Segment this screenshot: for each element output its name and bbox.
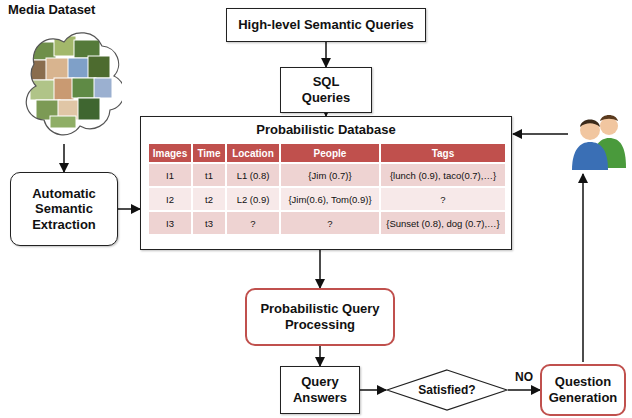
- photo-thumbnail: [50, 116, 76, 128]
- photo-thumbnail: [78, 98, 100, 120]
- decision-label: Satisfied?: [418, 383, 475, 397]
- flow-arrow: [508, 389, 540, 391]
- flow-arrow: [319, 250, 321, 288]
- photo-thumbnail: [26, 60, 48, 80]
- photo-cloud: [10, 20, 122, 138]
- process-box: High-level Semantic Queries: [226, 8, 426, 42]
- user-body: [572, 142, 608, 170]
- photo-thumbnail: [88, 56, 110, 78]
- photo-thumbnail: [94, 78, 112, 98]
- table-cell: t3: [192, 211, 226, 235]
- photo-thumbnail: [54, 78, 74, 100]
- table-cell: L2 (0.9): [226, 187, 280, 211]
- users-icon: [572, 115, 626, 170]
- flow-arrow: [325, 42, 327, 67]
- table-cell: L1 (0.8): [226, 163, 280, 187]
- box-label: Query Answers: [287, 374, 353, 405]
- edge-label: NO: [513, 371, 535, 384]
- flow-arrow: [319, 346, 321, 366]
- table-cell: I2: [148, 187, 192, 211]
- process-box: Question Generation: [540, 364, 626, 416]
- table-header-cell: Images: [148, 143, 192, 163]
- box-label: Question Generation: [548, 374, 618, 405]
- process-box: Automatic Semantic Extraction: [10, 172, 118, 246]
- table-header-cell: Location: [226, 143, 280, 163]
- table-cell: {Jim (0.7)}: [280, 163, 380, 187]
- box-label: Automatic Semantic Extraction: [17, 186, 111, 233]
- database-title: Probabilistic Database: [141, 122, 511, 138]
- box-label: SQL Queries: [287, 74, 365, 105]
- table-cell: I1: [148, 163, 192, 187]
- box-label: Probabilistic Query Processing: [253, 301, 387, 332]
- flow-arrow: [118, 208, 140, 210]
- photo-thumbnail: [46, 58, 70, 80]
- flow-arrow: [63, 144, 65, 172]
- user-head: [580, 120, 600, 140]
- flow-arrow: [360, 389, 386, 391]
- table-cell: {lunch (0.9), taco(0.7),…}: [380, 163, 506, 187]
- decision-diamond: Satisfied?: [386, 369, 508, 411]
- table-cell: ?: [226, 211, 280, 235]
- table-cell: {Jim(0.6), Tom(0.9)}: [280, 187, 380, 211]
- table-header-cell: Time: [192, 143, 226, 163]
- table-cell: I3: [148, 211, 192, 235]
- cloud-outline: [26, 32, 122, 134]
- feedback-line: [513, 133, 568, 135]
- photo-thumbnail: [72, 78, 96, 98]
- process-box: SQL Queries: [280, 67, 372, 113]
- user-hair: [580, 120, 600, 128]
- feedback-line: [582, 174, 584, 362]
- table-cell: t1: [192, 163, 226, 187]
- cloud-heading: Media Dataset: [6, 2, 126, 18]
- media-cloud: Media Dataset: [6, 2, 126, 144]
- photo-thumbnail: [68, 58, 90, 78]
- user-hair: [600, 115, 618, 121]
- process-box: Query Answers: [280, 366, 360, 414]
- process-box: Probabilistic Query Processing: [245, 288, 395, 346]
- table-header-cell: People: [280, 143, 380, 163]
- database-box: Probabilistic DatabaseImagesTimeLocation…: [140, 116, 512, 250]
- box-label: High-level Semantic Queries: [233, 17, 419, 33]
- table-cell: ?: [280, 211, 380, 235]
- table-header-cell: Tags: [380, 143, 506, 163]
- diamond-outline: [387, 370, 507, 410]
- photo-thumbnail: [74, 40, 100, 58]
- table-cell: {Sunset (0.8), dog (0.7),…}: [380, 211, 506, 235]
- table-cell: ?: [380, 187, 506, 211]
- table-cell: t2: [192, 187, 226, 211]
